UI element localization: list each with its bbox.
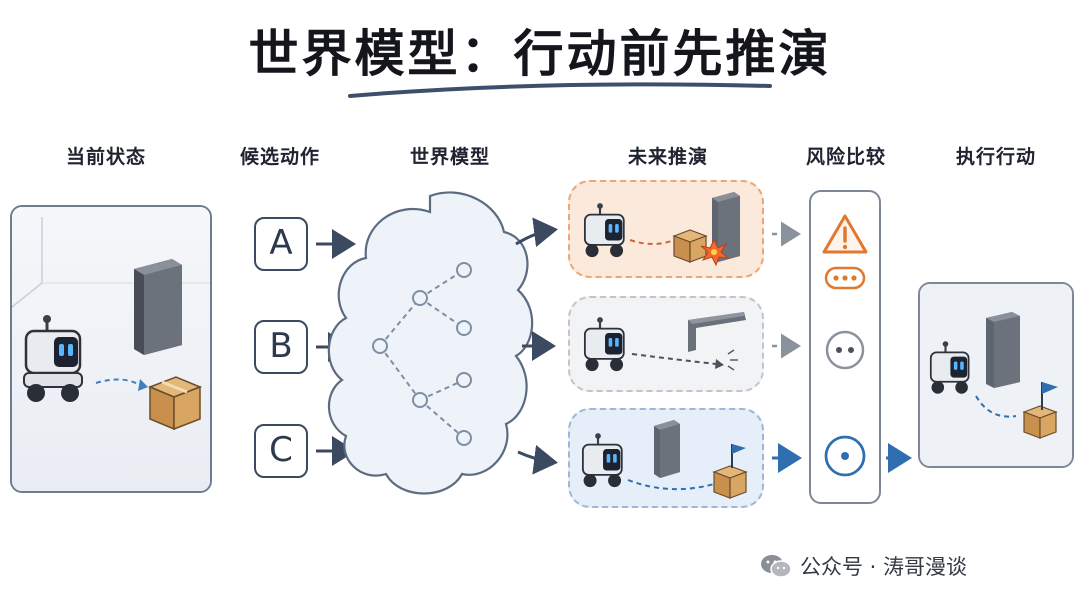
- package-box-icon: [1022, 405, 1058, 439]
- arrow-model-to-a: [515, 217, 558, 248]
- goal-flag-icon: [731, 444, 746, 468]
- wechat-icon: [761, 555, 792, 578]
- obstacle-pillar-icon: [654, 420, 680, 478]
- execute-action-panel: [918, 282, 1074, 468]
- watermark-text: 公众号 · 涛哥漫谈: [800, 555, 968, 579]
- current-state-panel: [10, 205, 212, 493]
- title-underline: [348, 82, 772, 98]
- robot-icon: [583, 317, 625, 372]
- label-execute-action: 执行行动: [955, 146, 1036, 168]
- package-box-icon: [712, 465, 748, 499]
- package-box-icon: [147, 376, 203, 431]
- execute-action-scene: [920, 284, 1072, 466]
- label-candidate-actions: 候选动作: [239, 146, 320, 168]
- warning-triangle-icon: [822, 214, 868, 254]
- label-current-state: 当前状态: [65, 146, 146, 168]
- ellipsis-icon: [824, 266, 866, 290]
- label-future-rollout: 未来推演: [627, 146, 708, 168]
- bump-marks-icon: [727, 349, 738, 371]
- robot-icon: [581, 433, 623, 488]
- current-state-scene: [11, 207, 210, 491]
- neutral-dots-icon: [825, 330, 865, 370]
- goal-flag-icon: [1041, 382, 1058, 410]
- collision-burst-icon: [700, 238, 730, 267]
- rollout-scene-c: [581, 420, 748, 499]
- arrow-model-to-c: [517, 444, 558, 475]
- robot-icon: [23, 315, 83, 402]
- page-title: 世界模型：行动前先推演: [248, 25, 832, 83]
- package-box-icon: [672, 229, 708, 263]
- label-world-model: 世界模型: [409, 146, 490, 168]
- rollout-scenario-c: [568, 408, 764, 508]
- target-icon: [824, 435, 866, 477]
- decision-tree-icon: [379, 269, 465, 439]
- action-option-c[interactable]: C: [254, 424, 308, 478]
- wall-corner-icon: [688, 312, 746, 352]
- label-risk-compare: 风险比较: [805, 146, 886, 168]
- rollout-scenario-a: [568, 180, 764, 278]
- robot-icon: [929, 341, 970, 394]
- rollout-scene-a: [583, 192, 740, 267]
- action-option-b[interactable]: B: [254, 320, 308, 374]
- rollout-scenario-b: [568, 296, 764, 392]
- obstacle-pillar-icon: [986, 312, 1020, 388]
- robot-icon: [583, 203, 625, 258]
- rollout-scene-b: [583, 312, 746, 372]
- watermark: 公众号 · 涛哥漫谈: [760, 550, 967, 582]
- action-option-a[interactable]: A: [254, 217, 308, 271]
- world-model-cloud-icon: [327, 191, 534, 495]
- obstacle-pillar-icon: [134, 259, 182, 355]
- decision-tree-nodes: [372, 262, 472, 446]
